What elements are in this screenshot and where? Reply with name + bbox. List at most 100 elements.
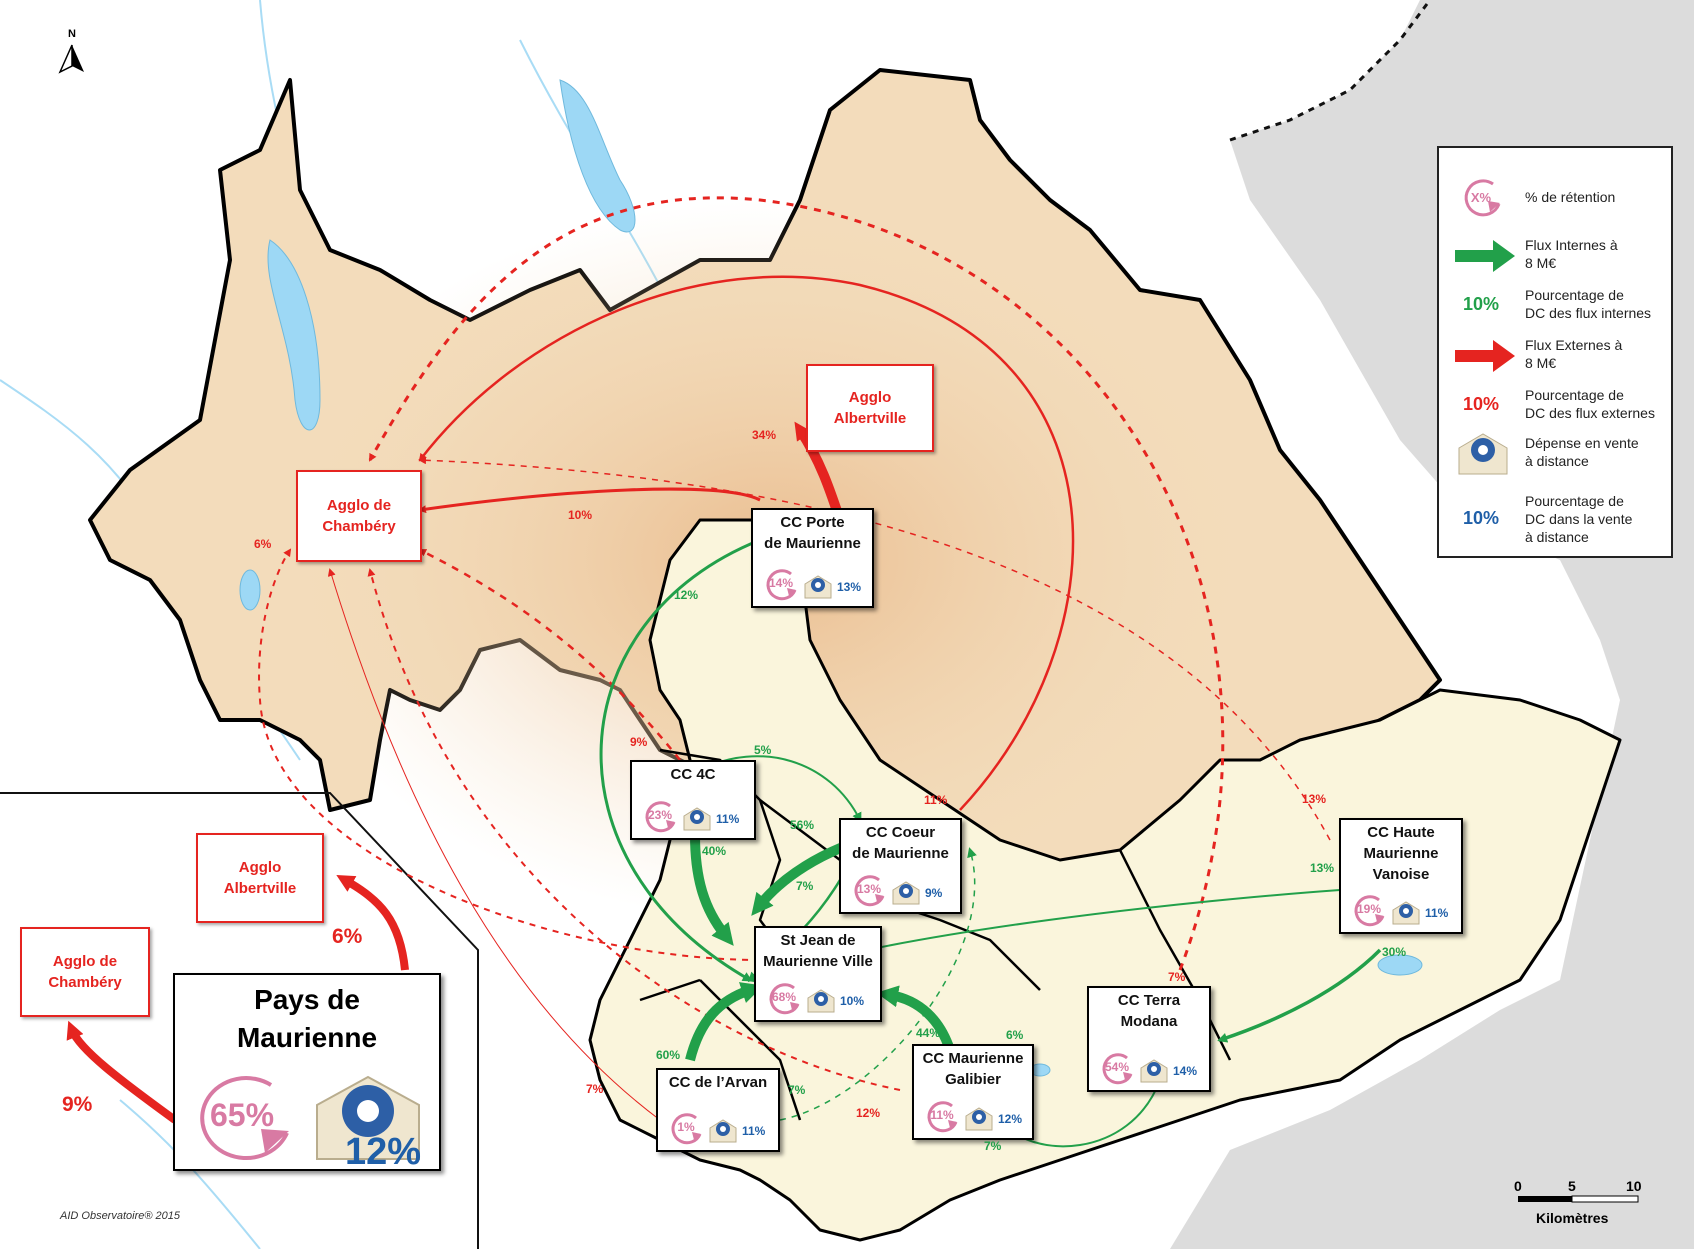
legend-external-pct-a: Pourcentage de bbox=[1525, 387, 1624, 403]
legend-internal-flow: Flux Internes à 8 M€ bbox=[1439, 234, 1671, 278]
inset-flows bbox=[66, 875, 409, 1124]
retention-value: 11% bbox=[930, 1108, 954, 1122]
territory-arvan-line1: CC de l’Arvan bbox=[668, 1074, 768, 1091]
flow-label-coeur-stjean: 56% bbox=[790, 818, 815, 832]
inset-title: Pays de Maurienne bbox=[175, 975, 439, 1057]
flow-label-arvan-galibier: 7% bbox=[788, 1083, 806, 1097]
legend-distance-b: à distance bbox=[1525, 453, 1589, 469]
inset-agglo-albertville-line2: Albertville bbox=[223, 880, 297, 897]
distance-value: 9% bbox=[925, 886, 943, 900]
legend-distance-pct: 10% Pourcentage de DC dans la vente à di… bbox=[1439, 492, 1671, 552]
territory-terra-line2: Modana bbox=[1120, 1013, 1178, 1030]
territory-haute-line2: Maurienne bbox=[1363, 845, 1439, 862]
border-dashed bbox=[1229, 0, 1432, 142]
flow-label-terra-chambery: 7% bbox=[1168, 970, 1186, 984]
territory-galibier-line1: CC Maurienne bbox=[922, 1050, 1024, 1067]
green-arrow-icon bbox=[1455, 240, 1515, 272]
inset-retention-value: 65% bbox=[209, 1097, 275, 1133]
territory-haute-line1: CC Haute bbox=[1367, 824, 1435, 841]
inset-pays-box: Pays de Maurienne 65% 12% bbox=[173, 973, 441, 1173]
legend-internal-flow-a: Flux Internes à bbox=[1525, 237, 1618, 253]
mail-at-icon bbox=[1139, 1058, 1169, 1084]
distance-value: 11% bbox=[716, 812, 740, 826]
mail-at-icon bbox=[1458, 433, 1508, 475]
flow-label-porte-chambery: 10% bbox=[568, 508, 593, 522]
mail-at-icon bbox=[708, 1118, 738, 1144]
scale-bar-graphic bbox=[1518, 1195, 1639, 1203]
flow-label-chambery-left: 6% bbox=[254, 537, 272, 551]
legend-internal-pct: 10% Pourcentage de DC des flux internes bbox=[1439, 284, 1671, 328]
inset-agglo-chambery-box: Agglo de Chambéry bbox=[20, 927, 150, 1017]
retention-icon: 11% bbox=[924, 1100, 960, 1134]
mail-at-icon bbox=[682, 806, 712, 832]
inset-agglo-chambery-line2: Chambéry bbox=[48, 974, 122, 991]
retention-value: 14% bbox=[768, 576, 794, 590]
territory-coeur-line1: CC Coeur bbox=[865, 824, 936, 841]
territory-porte-line2: de Maurienne bbox=[764, 535, 861, 552]
retention-icon: 19% bbox=[1351, 894, 1387, 928]
scale-bar: 0 5 10 Kilomètres bbox=[1512, 1178, 1644, 1238]
flow-label-c4c-coeur: 5% bbox=[754, 743, 772, 757]
legend-distance-a: Dépense en vente bbox=[1525, 435, 1639, 451]
legend: X% % de rétention Flux Internes à 8 M€ 1… bbox=[1437, 146, 1673, 558]
territory-4c-box: CC 4C 23% 11% bbox=[630, 760, 756, 840]
retention-value: 19% bbox=[1356, 902, 1382, 916]
inset-title-line1: Pays de bbox=[254, 984, 360, 1015]
territory-stjean-line1: St Jean de bbox=[780, 932, 856, 949]
flow-label-coeur-chambery: 11% bbox=[924, 793, 948, 807]
legend-external-pct-b: DC des flux externes bbox=[1525, 405, 1655, 421]
retention-value: 23% bbox=[647, 808, 673, 822]
legend-distance-pct-a: Pourcentage de bbox=[1525, 493, 1624, 509]
legend-distance: Dépense en vente à distance bbox=[1439, 426, 1671, 480]
legend-external-pct-sample: 10% bbox=[1463, 394, 1500, 414]
territory-coeur-line2: de Maurienne bbox=[852, 845, 949, 862]
north-arrow bbox=[58, 44, 84, 74]
flow-label-haute-chambery: 13% bbox=[1302, 792, 1327, 806]
distance-value: 12% bbox=[998, 1112, 1023, 1126]
distance-value: 13% bbox=[837, 580, 862, 594]
flow-label-c4c-stjean: 40% bbox=[702, 844, 727, 858]
territory-terra-line1: CC Terra bbox=[1117, 992, 1181, 1009]
retention-value: 68% bbox=[771, 990, 797, 1004]
legend-distance-pct-sample: 10% bbox=[1463, 508, 1500, 528]
external-flows bbox=[258, 196, 1331, 1121]
inset-distance-value: 12% bbox=[345, 1131, 422, 1173]
lakes bbox=[239, 79, 1423, 1077]
legend-internal-flow-b: 8 M€ bbox=[1525, 255, 1557, 271]
legend-internal-pct-b: DC des flux internes bbox=[1525, 305, 1652, 321]
legend-external-flow: Flux Externes à 8 M€ bbox=[1439, 334, 1671, 378]
legend-retention: X% % de rétention bbox=[1439, 176, 1671, 220]
agglo-chambery-line2: Chambéry bbox=[322, 518, 396, 535]
internal-flows bbox=[599, 538, 1382, 1148]
credit-text: AID Observatoire® 2015 bbox=[60, 1210, 180, 1222]
retention-icon: 68% bbox=[766, 982, 802, 1016]
mail-at-icon bbox=[1391, 900, 1421, 926]
legend-distance-pct-c: à distance bbox=[1525, 529, 1589, 545]
north-label: N bbox=[68, 28, 76, 40]
inset-flow-label-albertville: 6% bbox=[332, 925, 363, 948]
territory-stjean-line2: Maurienne Ville bbox=[763, 953, 873, 970]
agglo-albertville-box: Agglo Albertville bbox=[806, 364, 934, 452]
flow-label-c4c-chambery: 9% bbox=[630, 735, 648, 749]
territory-arvan-box: CC de l’Arvan 1% 11% bbox=[656, 1068, 780, 1152]
flow-label-haute-stjean: 13% bbox=[1310, 861, 1335, 875]
legend-external-flow-a: Flux Externes à bbox=[1525, 337, 1623, 353]
flow-label-arvan-chambery: 7% bbox=[586, 1082, 604, 1096]
mail-at-icon bbox=[316, 1075, 420, 1160]
inset-agglo-chambery-line1: Agglo de bbox=[52, 953, 118, 970]
retention-icon: X% bbox=[1459, 176, 1503, 220]
flow-label-galibier-stjean: 44% bbox=[916, 1026, 941, 1040]
legend-internal-pct-a: Pourcentage de bbox=[1525, 287, 1624, 303]
flow-label-porte-albertville: 34% bbox=[752, 428, 777, 442]
distance-value: 11% bbox=[742, 1124, 766, 1138]
retention-icon: 23% bbox=[642, 800, 678, 834]
retention-icon: 54% bbox=[1099, 1052, 1135, 1086]
scale-tick-0: 0 bbox=[1514, 1178, 1522, 1194]
flow-label-galibier-chambery: 12% bbox=[856, 1106, 881, 1120]
legend-retention-text: % de rétention bbox=[1525, 189, 1616, 205]
